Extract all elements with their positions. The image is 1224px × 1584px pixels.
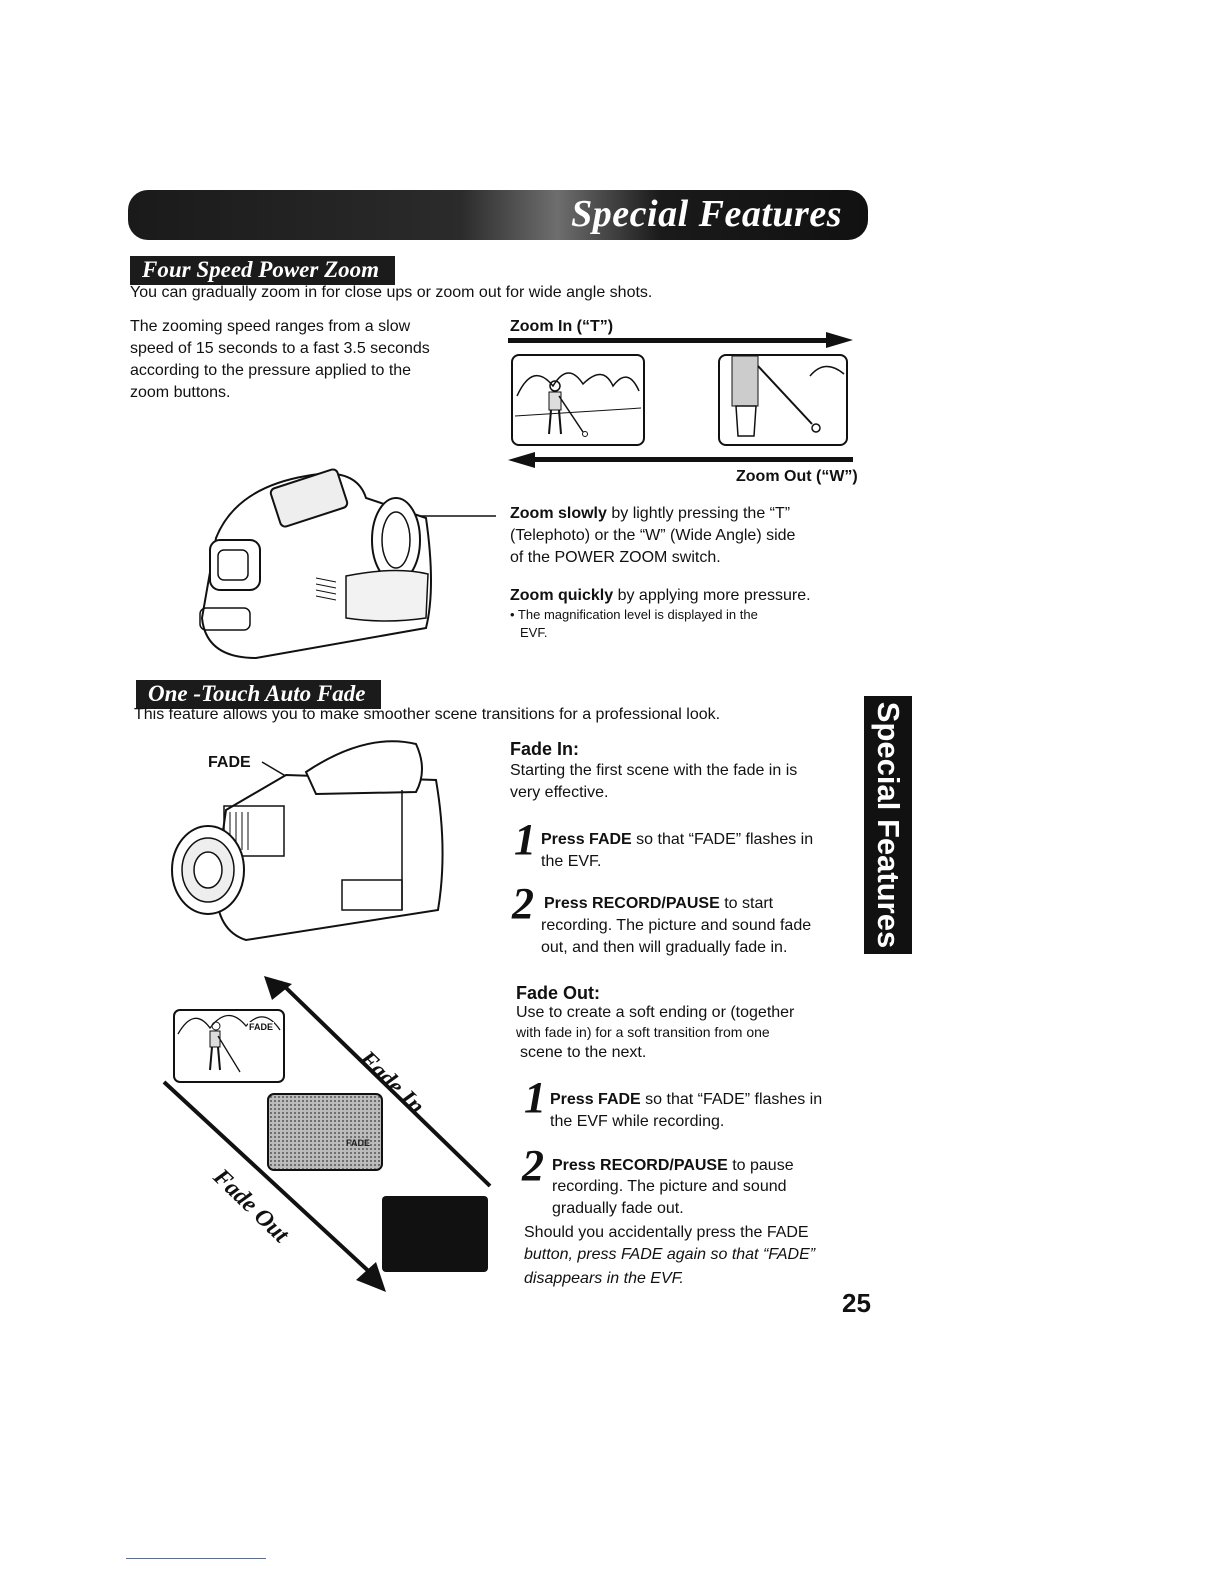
fade-out-desc: scene to the next. <box>520 1044 647 1061</box>
zoom-note-line: • The magnification level is displayed i… <box>510 607 758 622</box>
step-rest: to start <box>719 895 774 912</box>
zoom-out-label: Zoom Out (“W”) <box>736 468 858 485</box>
step-button-name: RECORD/PAUSE <box>600 1157 728 1174</box>
step-rest: so that “FADE” flashes in <box>640 1091 823 1108</box>
fade-in-step2-line: out, and then will gradually fade in. <box>541 939 788 956</box>
side-tab: Special Features <box>864 696 912 954</box>
accident-note-line: disappears in the EVF. <box>524 1270 684 1287</box>
page-title: Special Features <box>571 193 842 235</box>
telephoto-frame <box>718 354 848 446</box>
page-number: 25 <box>842 1288 871 1318</box>
fade-section-title: One -Touch Auto Fade <box>136 680 382 709</box>
frame-fade-label: FADE <box>248 1022 275 1032</box>
golfer-wide-illustration <box>514 372 642 437</box>
fade-in-step1-number: 1 <box>514 815 536 864</box>
fade-out-step1-number: 1 <box>524 1073 546 1122</box>
zoom-slow-rest: by lightly pressing the “T” <box>606 505 791 522</box>
fade-intro: This feature allows you to make smoother… <box>134 706 721 723</box>
fade-in-heading: Fade In: <box>510 739 580 759</box>
zoom-note-line: EVF. <box>520 625 548 640</box>
fade-out-step2-line: recording. The picture and sound <box>552 1178 787 1195</box>
step-rest: so that “FADE” flashes in <box>631 831 814 848</box>
fade-in-step1-text: Press FADE so that “FADE” flashes in <box>541 829 813 851</box>
fade-in-step2-line: recording. The picture and sound fade <box>541 917 812 934</box>
fade-out-step2-line: gradually fade out. <box>552 1200 684 1217</box>
zoom-quick-bold: Zoom quickly <box>510 587 614 604</box>
fade-in-step2-text: Press RECORD/PAUSE to start <box>544 893 773 915</box>
fade-in-desc: Starting the first scene with the fade i… <box>510 762 798 779</box>
step-button-name: FADE <box>589 831 632 848</box>
zoom-quick-text: Zoom quickly by applying more pressure. <box>510 585 811 607</box>
golfer-closeup-illustration <box>731 355 845 437</box>
fade-out-desc: Use to create a soft ending or (together <box>516 1004 795 1021</box>
fade-in-desc: very effective. <box>510 784 609 801</box>
fade-out-step1-line: the EVF while recording. <box>550 1113 725 1130</box>
fade-button-callout: FADE <box>208 754 251 771</box>
wide-angle-frame <box>511 354 645 446</box>
fade-in-step1-line: the EVF. <box>541 853 602 870</box>
fade-in-step2-number: 2 <box>512 879 534 928</box>
step-button-name: FADE <box>598 1091 641 1108</box>
header-banner: Special Features <box>128 190 868 240</box>
zoom-in-arrow-icon <box>508 332 853 348</box>
camcorder-fade-illustration <box>171 740 444 942</box>
accident-note-line: button, press FADE again so that “FADE” <box>524 1246 816 1263</box>
frame-fade-label-dim: FADE <box>346 1138 371 1148</box>
zoom-speed-line: according to the pressure applied to the <box>130 362 412 379</box>
side-tab-label: Special Features <box>871 701 906 949</box>
zoom-speed-line: zoom buttons. <box>130 384 231 401</box>
zoom-out-arrow-icon <box>508 452 853 468</box>
camcorder-zoom-illustration <box>199 468 496 660</box>
zoom-slow-line: of the POWER ZOOM switch. <box>510 549 721 566</box>
zoom-speed-line: The zooming speed ranges from a slow <box>130 318 411 335</box>
zoom-slow-text: Zoom slowly by lightly pressing the “T” <box>510 503 790 525</box>
step-button-name: RECORD/PAUSE <box>592 895 720 912</box>
footer-rule <box>126 1558 266 1559</box>
step-press: Press <box>550 1091 599 1108</box>
step-press: Press <box>552 1157 601 1174</box>
fade-out-step2-text: Press RECORD/PAUSE to pause <box>552 1155 794 1177</box>
step-press: Press <box>541 831 590 848</box>
fade-out-heading: Fade Out: <box>516 983 600 1003</box>
zoom-intro: You can gradually zoom in for close ups … <box>130 284 653 301</box>
fade-out-step1-text: Press FADE so that “FADE” flashes in <box>550 1089 822 1111</box>
zoom-slow-bold: Zoom slowly <box>510 505 607 522</box>
zoom-slow-line: (Telephoto) or the “W” (Wide Angle) side <box>510 527 796 544</box>
zoom-speed-line: speed of 15 seconds to a fast 3.5 second… <box>130 340 430 357</box>
step-rest: to pause <box>727 1157 794 1174</box>
fade-diagram <box>162 976 492 1292</box>
zoom-in-label: Zoom In (“T”) <box>510 318 614 335</box>
zoom-quick-rest: by applying more pressure. <box>613 587 811 604</box>
step-press: Press <box>544 895 593 912</box>
accident-note-line: Should you accidentally press the FADE <box>524 1224 809 1241</box>
fade-out-desc: with fade in) for a soft transition from… <box>516 1024 770 1040</box>
zoom-section-title: Four Speed Power Zoom <box>130 256 396 285</box>
fade-out-step2-number: 2 <box>522 1141 544 1190</box>
